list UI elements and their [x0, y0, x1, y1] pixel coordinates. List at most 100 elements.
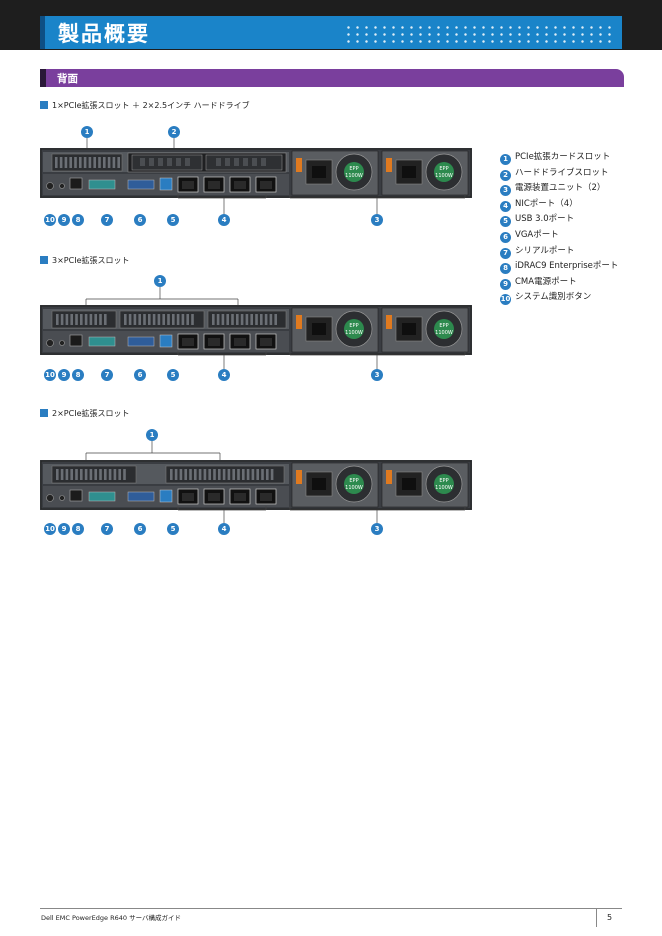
vent	[222, 469, 226, 480]
callout-bottom: 3	[371, 369, 383, 381]
psu-label-watt: 1100W	[435, 330, 453, 336]
vent	[79, 157, 82, 168]
vent	[138, 314, 141, 325]
psu-label-epp: EPP	[439, 323, 448, 329]
vent	[70, 469, 73, 480]
page-number-box: 5	[596, 909, 623, 927]
nic-port-jack	[234, 493, 246, 501]
callout-bottom: 10	[44, 214, 56, 226]
system-id-button	[46, 182, 54, 190]
psu-latch	[296, 158, 302, 172]
drive-vent	[140, 158, 145, 166]
vent	[56, 314, 59, 325]
vent	[227, 469, 231, 480]
vent	[80, 469, 83, 480]
pcie-slot	[51, 153, 123, 172]
vent	[152, 314, 156, 325]
vent	[270, 469, 274, 480]
vent	[103, 157, 106, 168]
vent	[99, 314, 102, 325]
psu-label-watt: 1100W	[345, 330, 363, 336]
nic-port-jack	[260, 338, 272, 346]
dot-pattern	[344, 24, 614, 44]
psu-fan-hub	[434, 319, 454, 339]
section-title: 背面	[57, 73, 78, 85]
drive-vent	[158, 158, 163, 166]
vent	[143, 314, 146, 325]
vent	[98, 157, 101, 168]
vent	[212, 314, 215, 325]
vent	[83, 157, 87, 168]
chassis-border	[40, 460, 472, 510]
drive-vent	[167, 158, 172, 166]
vent	[55, 157, 58, 168]
vent	[179, 469, 183, 480]
callout-bottom: 4	[218, 369, 230, 381]
vent	[216, 314, 220, 325]
vent	[198, 469, 202, 480]
usb-port	[159, 334, 173, 348]
psu-label-watt: 1100W	[345, 485, 363, 491]
cma-port	[59, 183, 65, 189]
vent	[221, 314, 225, 325]
psu-label-watt: 1100W	[435, 485, 453, 491]
vent	[117, 157, 120, 168]
vent	[172, 314, 175, 325]
vent	[108, 469, 112, 480]
psu-label-epp: EPP	[439, 478, 448, 484]
vent	[84, 314, 88, 325]
callout-bottom: 8	[72, 369, 84, 381]
psu-latch	[296, 315, 302, 329]
cma-port	[59, 495, 65, 501]
callout-bottom: 4	[218, 214, 230, 226]
vent	[242, 469, 245, 480]
power-inlet-socket	[312, 166, 326, 178]
vent	[60, 469, 64, 480]
usb-port	[159, 177, 173, 191]
nic-port-jack	[234, 338, 246, 346]
drive-vent	[225, 158, 230, 166]
vent	[269, 314, 273, 325]
vent	[133, 314, 137, 325]
vent	[184, 469, 187, 480]
psu-fan-hub	[344, 319, 364, 339]
vent	[99, 469, 102, 480]
vent	[124, 314, 127, 325]
vent	[94, 314, 97, 325]
vga-port	[127, 491, 155, 502]
psu-latch	[296, 470, 302, 484]
vga-port	[127, 336, 155, 347]
vent	[237, 469, 240, 480]
vent	[60, 314, 64, 325]
serial-port	[88, 491, 116, 502]
power-inlet-socket	[402, 478, 416, 490]
vent	[112, 157, 116, 168]
vent	[218, 469, 221, 480]
footer-rule	[40, 908, 622, 909]
vent	[59, 157, 63, 168]
vent	[208, 469, 211, 480]
config-heading-1: 1×PCIe拡張スロット ＋ 2×2.5インチ ハードドライブ	[40, 100, 250, 111]
callout-bottom: 10	[44, 369, 56, 381]
page-title: 製品概要	[58, 22, 150, 46]
vent	[93, 157, 96, 168]
title-accent-bar	[40, 16, 45, 49]
vent	[170, 469, 173, 480]
nic-port-jack	[182, 338, 194, 346]
vent	[240, 314, 244, 325]
vent	[84, 469, 88, 480]
callout-bottom: 5	[167, 214, 179, 226]
chassis-border	[40, 148, 472, 198]
vent	[260, 314, 263, 325]
drive-vent	[176, 158, 181, 166]
nic-port-jack	[208, 493, 220, 501]
